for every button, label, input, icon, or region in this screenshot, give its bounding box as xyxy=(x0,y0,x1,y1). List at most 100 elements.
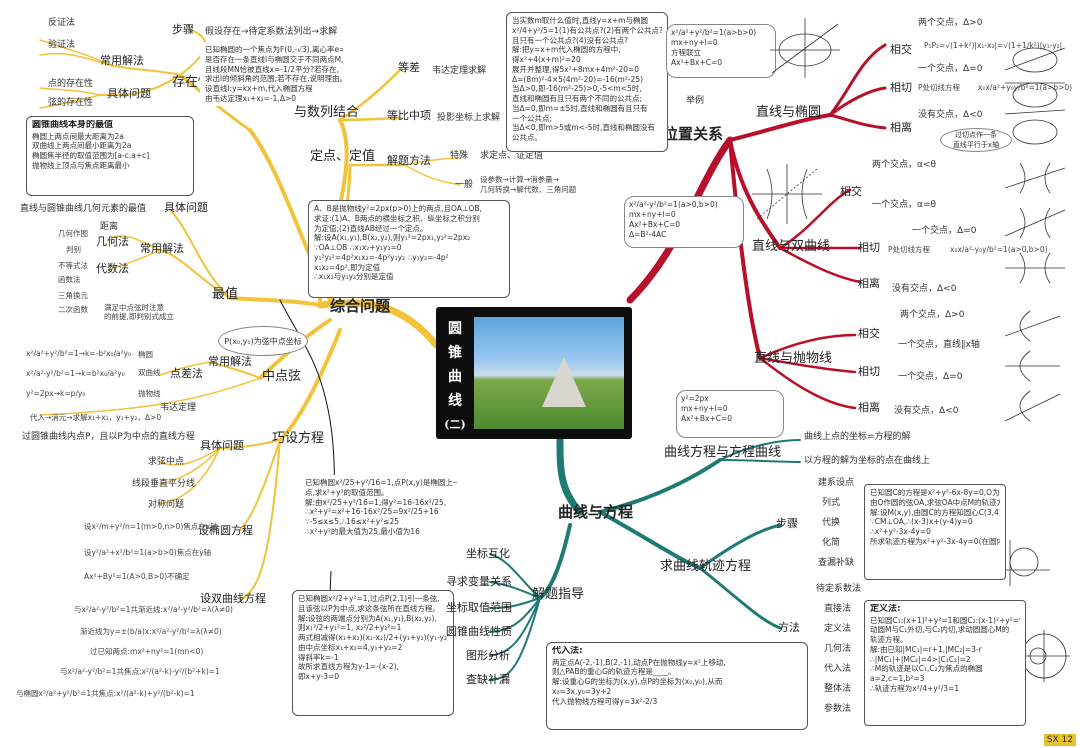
node-quad: 二次函数 xyxy=(58,305,88,314)
hyper-system-bubble: x²/a²-y²/b²=1(a>0,b>0) mx+ny+l=0 Ax²+Bx+… xyxy=(624,196,744,248)
node-m4: 几何法 xyxy=(824,644,852,654)
ellipse-axes-figure xyxy=(770,18,840,78)
node-symmetry: 对称问题 xyxy=(148,500,185,510)
node-e-separate: 相离 xyxy=(890,121,912,134)
ellipse-figures xyxy=(1004,47,1066,145)
node-max-desc: 直线与圆锥曲线几何元素的最值 xyxy=(20,204,147,214)
node-p-intersect: 相交 xyxy=(858,327,880,340)
formula-hyper-set2: 渐近线为y=±(b/a)x:x²/a²-y²/b²=λ(λ≠0) xyxy=(80,627,222,636)
exist-example-box: 已知椭圆的一个焦点为F(0,-√3),离心率e=√3/2, 是否存在一条直线l与… xyxy=(200,42,348,106)
hyperbola-figures xyxy=(1004,162,1066,284)
branch-curve-eq xyxy=(556,434,584,516)
node-trig: 三角换元 xyxy=(58,291,88,300)
node-g3: 坐标取值范围 xyxy=(446,601,512,614)
cone-building-photo xyxy=(474,317,624,429)
node-max-common: 常用解法 xyxy=(140,242,184,255)
node-curve-eq-def: 曲线方程与方程曲线 xyxy=(664,445,782,460)
node-locus: 求曲线轨迹方程 xyxy=(660,559,752,574)
node-clever-desc: 过圆锥曲线内点P，且以P为中点的直线方程 xyxy=(22,432,195,442)
node-fixed: 定点、定值 xyxy=(310,149,376,164)
node-mid-hyper: 双曲线 xyxy=(138,368,161,377)
node-special-desc: 求定点、证定值 xyxy=(480,151,544,161)
node-e-tangent-line: P处切线方程 xyxy=(918,83,961,92)
node-h-one: 一个交点，α=θ xyxy=(872,200,936,210)
formula-ellipse-set1: 设x²/m+y²/n=1(m>0,n>0)焦点在x轴 xyxy=(84,522,218,531)
node-m5: 代入法 xyxy=(824,664,852,674)
node-projection: 投影坐标上求解 xyxy=(437,113,501,123)
locus-example-box: 已知圆C的方程是x²+y²-6x-8y=0,O为原点, 由O作圆的弦OA,求弦O… xyxy=(864,484,1006,580)
node-m1: 待定系数法 xyxy=(816,584,862,594)
tangent-note-oval: 过切点作一条 直线平行于x轴 xyxy=(940,128,1012,152)
node-h-tangent-line: P处切线方程 xyxy=(888,245,931,254)
node-geom-draw: 几何作图 xyxy=(58,229,88,238)
node-geom-mean: 等比中项 xyxy=(387,109,431,122)
node-p-none: 没有交点，Δ<0 xyxy=(894,406,959,416)
node-general-desc2: 几何转换→解代数、三角问题 xyxy=(480,185,577,194)
guide-example-box: 代入法: 两定点A(-2,-1),B(2,-1),动点P在抛物线y=x²上移动,… xyxy=(546,642,808,730)
node-method: 解题方法 xyxy=(387,154,431,167)
node-mid-vieta: 韦达定理 xyxy=(160,403,197,413)
node-e-intersect: 相交 xyxy=(890,43,912,56)
node-find-mid: 求弦中点 xyxy=(148,457,185,467)
node-mid-parab: 抛物线 xyxy=(138,389,161,398)
node-general: 一般 xyxy=(455,180,474,190)
formula-hyper-set1: 与x²/a²-y²/b²=1共渐近线:x²/a²-y²/b²=λ(λ≠0) xyxy=(74,605,233,614)
parabola-figures xyxy=(1004,310,1061,422)
node-point-diff: 点差法 xyxy=(170,367,203,380)
node-perp-bisector: 线段垂直平分线 xyxy=(132,479,196,489)
node-line-hyper: 直线与双曲线 xyxy=(752,239,831,254)
node-midchord: 中点弦 xyxy=(262,369,302,384)
node-clever: 巧设方程 xyxy=(272,431,325,446)
node-set-hyper: 设双曲线方程 xyxy=(200,592,266,605)
node-m3: 定义法 xyxy=(824,624,852,634)
node-max: 最值 xyxy=(212,287,239,302)
node-substitution: 代入→消元→求解x₁+x₂，y₁+y₂，Δ>0 xyxy=(30,413,162,422)
branch-label-curve-eq: 曲线与方程 xyxy=(558,503,634,521)
formula-ellipse-tangent: x₀x/a²+y₀y/b²=1(a>b>0) xyxy=(978,83,1073,92)
center-image: 圆 锥 曲 线 (二) xyxy=(436,307,632,439)
node-example-label: 举例 xyxy=(686,96,705,106)
node-fanzheng: 反证法 xyxy=(48,18,76,28)
node-g1: 坐标互化 xyxy=(466,547,510,560)
node-common-methods: 常用解法 xyxy=(100,54,144,67)
node-guide: 解题指导 xyxy=(532,587,585,602)
node-func: 函数法 xyxy=(58,275,81,284)
node-h-tangent: 相切 xyxy=(858,241,880,254)
page-number: SX 12 xyxy=(1043,734,1076,746)
node-set-ellipse: 设椭圆方程 xyxy=(198,524,253,537)
formula-ellipse-set3: Ax²+By²=1(A>0,B>0)不确定 xyxy=(84,572,190,581)
ellipse-system-bubble: x²/a²+y²/b²=1(a>b>0) mx+ny+l=0 方程联立 Ax²+… xyxy=(666,24,776,78)
node-special: 特殊 xyxy=(450,151,469,161)
node-mid-common: 常用解法 xyxy=(208,355,252,368)
node-clever-concrete: 具体问题 xyxy=(200,439,244,452)
node-curve-point: 曲线上点的坐标=方程的解 xyxy=(804,432,911,442)
node-concrete: 具体问题 xyxy=(107,87,151,100)
formula-mid-hyper: x²/a²-y²/b²=1→k=b²x₀/a²y₀ xyxy=(26,369,125,378)
node-g2: 寻求变量关系 xyxy=(446,575,512,588)
node-e-tangent: 相切 xyxy=(890,81,912,94)
node-vieta: 韦达定理求解 xyxy=(432,66,487,76)
node-h-none: 没有交点，Δ<0 xyxy=(892,284,957,294)
node-eq-solution: 以方程的解为坐标的点在曲线上 xyxy=(804,456,931,466)
hyper-axes-figure xyxy=(752,164,822,224)
parab-system-bubble: y²=2px mx+ny+l=0 Ax²+Bx+C=0 xyxy=(676,390,784,438)
node-line-parab: 直线与抛物线 xyxy=(754,351,833,366)
definition-example-box: 定义法: 已知圆C₁:(x+1)²+y²=1和圆C₂:(x-1)²+y²=9, … xyxy=(864,600,1026,726)
node-h-separate: 相离 xyxy=(858,277,880,290)
node-step3: 代换 xyxy=(822,518,841,528)
branch-label-position: 位置关系 xyxy=(663,125,724,143)
node-e-two: 两个交点，Δ>0 xyxy=(918,18,983,28)
formula-mid-ellipse: x²/a²+y²/b²=1→k=-b²x₀/a²y₀ xyxy=(26,349,132,358)
node-p-one-par: 一个交点，直线∥x轴 xyxy=(898,340,980,350)
node-point-exist: 点的存在性 xyxy=(48,79,94,89)
formula-ellipse-set2: 设y²/a²+x²/b²=1(a>b>0)焦点在y轴 xyxy=(84,548,212,557)
node-locus-steps: 步骤 xyxy=(776,517,798,530)
node-p-separate: 相离 xyxy=(858,401,880,414)
center-title: 圆 锥 曲 线 (二) xyxy=(444,321,466,431)
node-g5: 图形分析 xyxy=(466,649,510,662)
node-g6: 查缺补漏 xyxy=(466,673,510,686)
midpoint-coord-oval: P(x₀,y₀)为弦中点坐标 xyxy=(218,326,308,356)
node-step1: 建系设点 xyxy=(818,478,855,488)
node-m2: 直接法 xyxy=(824,604,852,614)
